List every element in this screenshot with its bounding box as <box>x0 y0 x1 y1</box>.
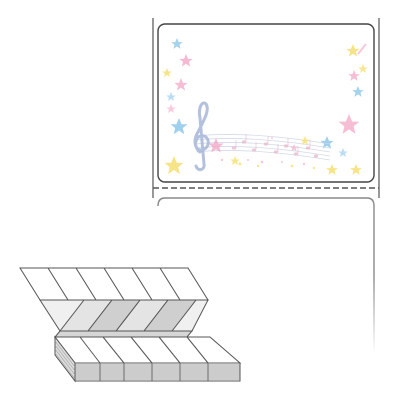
fanfold-folded-sheet <box>39 299 209 338</box>
fanfold-stack-drawing <box>19 267 242 383</box>
label-bottom <box>157 197 375 353</box>
label-strip-drawing <box>152 18 380 353</box>
fanfold-top-sheet <box>19 267 209 301</box>
fanfold-bottom-stack <box>53 335 242 383</box>
fanfold-stack <box>0 255 250 395</box>
label-artwork <box>162 38 368 175</box>
treble-clef-icon <box>193 101 210 172</box>
label-strip <box>152 18 380 358</box>
label-top <box>157 23 375 183</box>
